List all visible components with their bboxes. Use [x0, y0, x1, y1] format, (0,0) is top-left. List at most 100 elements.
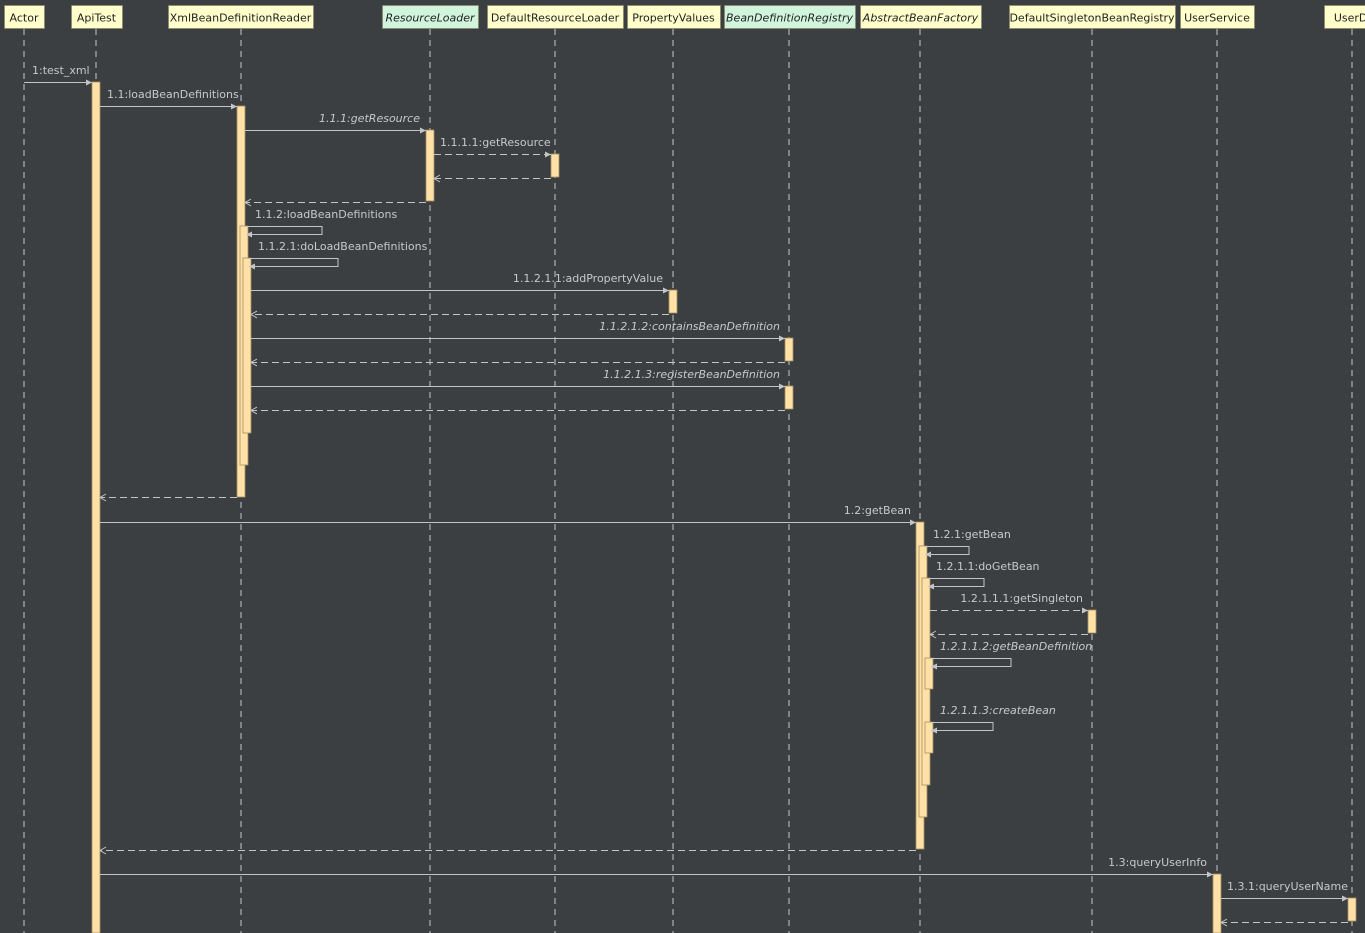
participant-box: [487, 5, 624, 29]
message-label: 1.2.1.1.2:getBeanDefinition: [940, 640, 1092, 653]
activation-bar: [924, 721, 934, 754]
arrow-head: [86, 79, 92, 86]
message-m1-2[interactable]: 1.2:getBean: [100, 504, 916, 526]
arrow-head: [928, 583, 934, 590]
self-call-line: [927, 578, 985, 587]
arrow-head: [249, 263, 255, 270]
message-m1-1-1-1[interactable]: 1.1.1.1:getResource: [434, 136, 551, 158]
activation-bar: [550, 153, 560, 178]
message-label: 1.1.1:getResource: [319, 112, 420, 125]
participant-label: XmlBeanDefinitionReader: [170, 12, 312, 25]
participant-label: UserDa: [1334, 12, 1365, 25]
participant-label: ResourceLoader: [385, 12, 476, 25]
message-label: 1.2.1.1.3:createBean: [940, 704, 1056, 717]
arrow-head: [663, 287, 669, 294]
participant-beandefregistry[interactable]: BeanDefinitionRegistry: [724, 5, 856, 29]
message-m1-1-1[interactable]: 1.1.1:getResource: [245, 112, 426, 134]
messages: 1:test_xml 1.1:loadBeanDefinitions 1.1.1:g…: [24, 64, 1348, 927]
message-m1-3-1[interactable]: 1.3.1:queryUserName: [1221, 880, 1348, 902]
participant-box: [71, 5, 123, 29]
message-m1-1-2[interactable]: 1.1.2:loadBeanDefinitions: [245, 208, 397, 238]
message-m1-2-1-1-1[interactable]: 1.2.1.1.1:getSingleton: [930, 592, 1088, 614]
return-r1-1-2-1-3[interactable]: [250, 406, 785, 415]
participant-apitest[interactable]: ApiTest: [71, 5, 123, 29]
self-call-line: [924, 546, 970, 555]
participant-resourceloader[interactable]: ResourceLoader: [382, 5, 479, 29]
arrow-head: [1082, 607, 1088, 614]
participant-box: [168, 5, 314, 29]
arrow-head: [931, 663, 937, 670]
message-label: 1.3:queryUserInfo: [1108, 856, 1207, 869]
participant-propertyvalues[interactable]: PropertyValues: [627, 5, 721, 29]
participant-label: DefaultSingletonBeanRegistry: [1009, 12, 1175, 25]
activation-bar: [1347, 897, 1357, 922]
arrow-head: [99, 493, 107, 502]
return-r1-1-2-1-2[interactable]: [250, 358, 785, 367]
arrow-head: [931, 727, 937, 734]
return-r1-1-1[interactable]: [244, 198, 426, 207]
activation-bar: [784, 385, 794, 410]
participant-userdao[interactable]: UserDa: [1324, 5, 1365, 29]
participant-label: UserService: [1184, 12, 1250, 25]
activation-bar: [784, 337, 794, 362]
arrow-head: [925, 551, 931, 558]
arrow-head: [779, 335, 785, 342]
arrow-head: [910, 519, 916, 526]
message-m1-2-1[interactable]: 1.2.1:getBean: [924, 528, 1011, 558]
participant-abstractbeanfactory[interactable]: AbstractBeanFactory: [860, 5, 982, 29]
self-call-line: [930, 658, 1012, 667]
message-m1-1[interactable]: 1.1:loadBeanDefinitions: [100, 88, 239, 110]
participant-box: [1009, 5, 1176, 29]
participant-headers: Actor ApiTest XmlBeanDefinitionReader Resou…: [4, 5, 1365, 29]
message-label: 1.2:getBean: [844, 504, 911, 517]
participant-box: [627, 5, 721, 29]
message-m1-2-1-1[interactable]: 1.2.1.1:doGetBean: [927, 560, 1040, 590]
message-label: 1.1.2.1:doLoadBeanDefinitions: [258, 240, 428, 253]
return-r1-1-1-1[interactable]: [433, 174, 551, 183]
activation-bar: [242, 257, 252, 434]
arrow-head: [99, 846, 107, 855]
participant-box: [724, 5, 856, 29]
participant-label: PropertyValues: [632, 12, 715, 25]
participant-label: Actor: [10, 12, 39, 25]
activation-bar: [668, 289, 678, 314]
message-label: 1.1.2.1.1:addPropertyValue: [513, 272, 663, 285]
participant-defaultresourceloader[interactable]: DefaultResourceLoader: [487, 5, 624, 29]
participant-userservice[interactable]: UserService: [1180, 5, 1255, 29]
return-r1-1[interactable]: [99, 493, 237, 502]
return-r1-3-1[interactable]: [1220, 918, 1348, 927]
message-m1[interactable]: 1:test_xml: [24, 64, 92, 86]
arrow-head: [231, 103, 237, 110]
arrow-head: [433, 174, 441, 183]
message-label: 1.2.1.1:doGetBean: [936, 560, 1040, 573]
arrow-head: [1220, 918, 1228, 927]
message-m1-2-1-1-2[interactable]: 1.2.1.1.2:getBeanDefinition: [930, 640, 1092, 670]
message-label: 1.3.1:queryUserName: [1227, 880, 1348, 893]
participant-box: [4, 5, 45, 29]
participant-label: AbstractBeanFactory: [862, 12, 979, 25]
participant-box: [860, 5, 982, 29]
activation-bar: [1087, 609, 1097, 634]
return-r1-2[interactable]: [99, 846, 916, 855]
arrow-head: [250, 406, 258, 415]
participant-xmlreader[interactable]: XmlBeanDefinitionReader: [168, 5, 314, 29]
participant-label: ApiTest: [77, 12, 117, 25]
participant-singletonregistry[interactable]: DefaultSingletonBeanRegistry: [1009, 5, 1176, 29]
message-m1-1-2-1-2[interactable]: 1.1.2.1.2:containsBeanDefinition: [251, 320, 785, 342]
return-r1-1-2-1-1[interactable]: [250, 310, 669, 319]
participant-actor[interactable]: Actor: [4, 5, 45, 29]
participant-box: [1180, 5, 1255, 29]
message-m1-1-2-1[interactable]: 1.1.2.1:doLoadBeanDefinitions: [248, 240, 428, 270]
arrow-head: [244, 198, 252, 207]
arrow-head: [545, 151, 551, 158]
arrow-head: [246, 231, 252, 238]
activation-bar: [924, 657, 934, 690]
message-m1-2-1-1-3[interactable]: 1.2.1.1.3:createBean: [930, 704, 1056, 734]
return-r1-2-1-1-1[interactable]: [929, 630, 1088, 639]
message-m1-1-2-1-3[interactable]: 1.1.2.1.3:registerBeanDefinition: [251, 368, 785, 390]
message-m1-3[interactable]: 1.3:queryUserInfo: [100, 856, 1213, 878]
participant-label: BeanDefinitionRegistry: [726, 12, 853, 25]
message-label: 1:test_xml: [32, 64, 90, 77]
self-call-line: [248, 258, 339, 267]
message-m1-1-2-1-1[interactable]: 1.1.2.1.1:addPropertyValue: [251, 272, 669, 294]
